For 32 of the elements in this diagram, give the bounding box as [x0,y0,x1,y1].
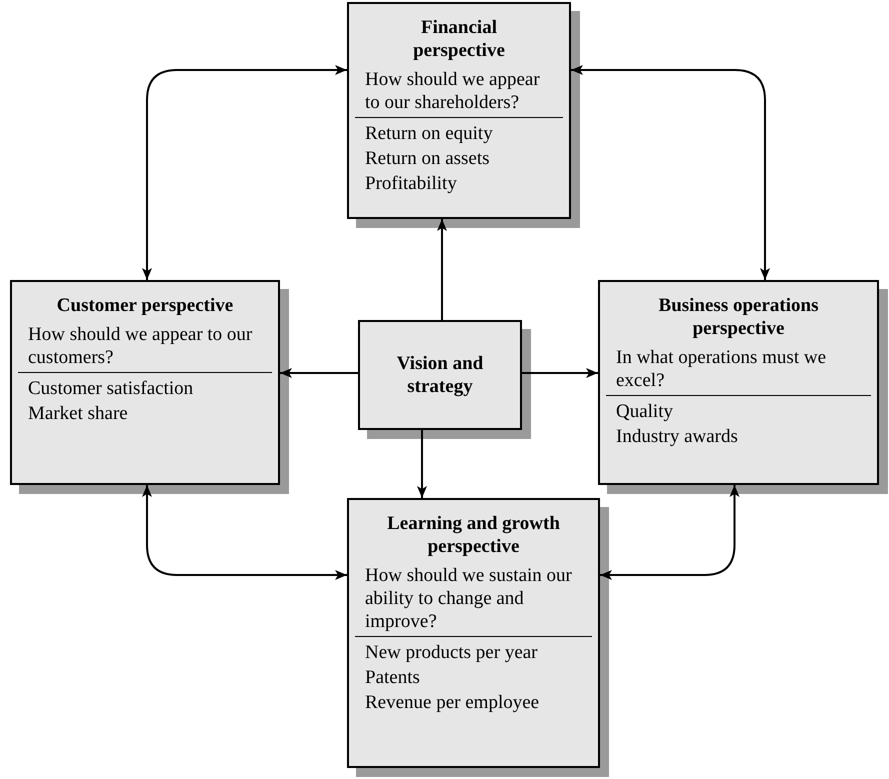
measure-item: Profitability [365,172,458,196]
box-question: How should we sustain our ability to change and improve? [355,564,592,637]
measure-item: Return on equity [365,122,494,146]
perspective-box [347,2,571,219]
measure-item: Patents [365,666,421,690]
box-heading: Vision and strategy [396,352,484,398]
box-heading: Business operations perspective [658,294,820,340]
box-heading: Financial perspective [412,16,506,62]
measure-item: Industry awards [616,425,739,449]
perspective-box [598,280,879,485]
perspective-box [358,320,522,430]
perspective-box [10,280,280,485]
measure-item: Market share [28,402,129,426]
arrow [417,430,427,498]
arrow [600,485,740,580]
measure-item: Quality [616,400,674,424]
box-question: In what operations must we excel? [606,346,871,396]
arrow [142,485,347,580]
measure-item: Return on assets [365,147,491,171]
box-heading: Learning and growth perspective [386,512,561,558]
measure-item: Revenue per employee [365,691,540,715]
arrow [522,368,598,378]
box-question: How should we appear to our customers? [18,323,272,373]
arrow [280,368,358,378]
arrow [571,65,770,280]
box-heading: Customer perspective [56,294,234,317]
box-question: How should we appear to our shareholders? [355,68,563,118]
arrow [142,65,347,280]
measure-item: Customer satisfaction [28,377,194,401]
measure-item: New products per year [365,641,539,665]
arrow [437,219,447,320]
perspective-box [347,498,600,768]
